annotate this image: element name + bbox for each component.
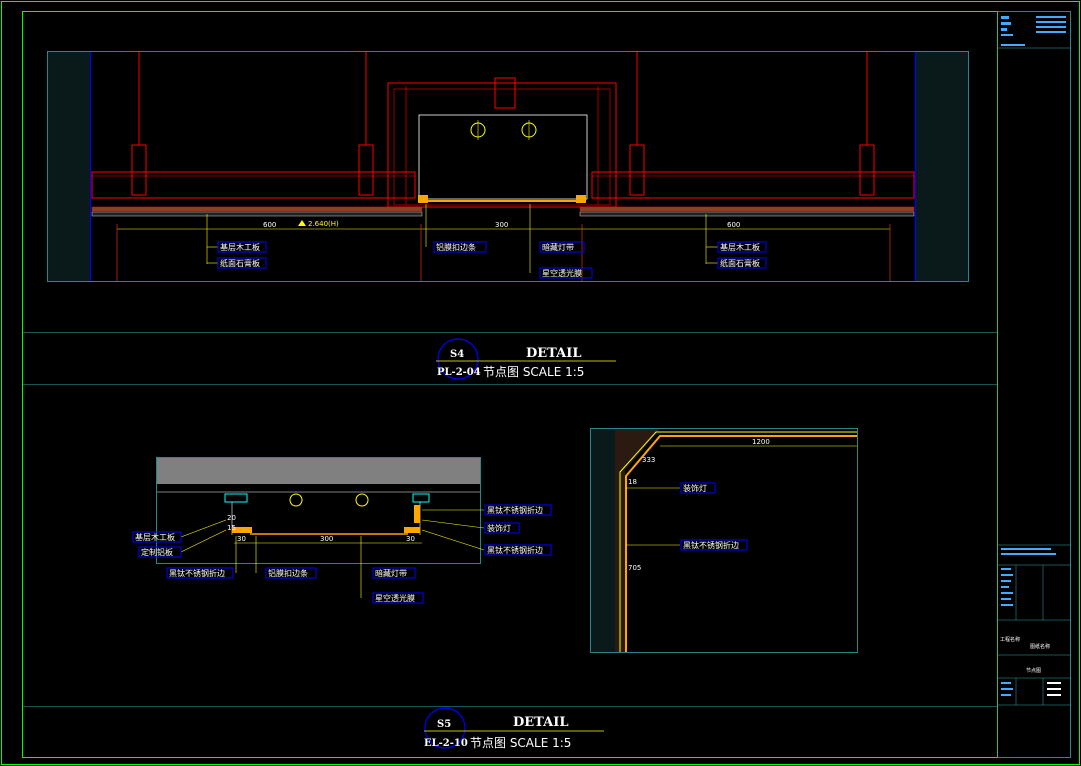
s5-label-edge-a: 黑钛不锈钢折边 (487, 505, 543, 515)
s5-dim-center: 300 (320, 535, 333, 543)
s4-label-left-gypsum: 纸面石膏板 (220, 258, 260, 268)
s4-label-left-board: 基层木工板 (220, 242, 260, 252)
s5-label-light: 暗藏灯带 (375, 568, 407, 578)
s5-label-edge: 黑钛不锈钢折边 (169, 568, 225, 578)
s4-title: DETAIL (526, 346, 581, 361)
s5-dim-side2: 30 (406, 535, 415, 543)
title-block-drawing: 图纸名称 (1030, 643, 1050, 650)
detail-corner-drawing: 1200 333 18 705 装饰灯 黑钛不锈钢折边 (590, 428, 858, 653)
s4-subtitle: 节点图 SCALE 1:5 (483, 365, 584, 379)
s4-label-film: 星空透光膜 (542, 268, 582, 278)
s4-label-right-gypsum: 纸面石膏板 (720, 258, 760, 268)
title-block: 工程名称 图纸名称 节点图 (997, 11, 1071, 758)
detail-s5-drawing: 30 300 30 20 15 基层木工板 定制铝板 黑钛不锈钢折边 铝膜扣边条… (132, 457, 552, 604)
s5-dim-h1: 20 (227, 514, 236, 522)
s4-dim-center: 300 (495, 221, 508, 229)
s5-label-board: 基层木工板 (135, 532, 175, 542)
corner-dim-diag: 333 (642, 456, 655, 464)
s4-tag: S4 (450, 349, 464, 360)
detail-s4-drawing: 600 300 600 2.640(H) 基层木工板 纸面石膏板 铝膜扣边条 暗… (47, 51, 969, 282)
s5-label-edge-b: 黑钛不锈钢折边 (487, 545, 543, 555)
s5-label-trim: 铝膜扣边条 (268, 568, 308, 578)
s4-dim-right: 600 (727, 221, 740, 229)
s4-level-marker: 2.640(H) (308, 220, 339, 228)
detail-s5-title: S5 DETAIL EL-2-10 节点图 SCALE 1:5 (424, 707, 604, 750)
s5-title: DETAIL (513, 715, 568, 730)
title-block-sheet-name: 节点图 (1026, 668, 1041, 674)
s5-label-lamp: 装饰灯 (487, 523, 511, 533)
s4-label-trim: 铝膜扣边条 (436, 242, 476, 252)
s5-dim-side: 30 (237, 535, 246, 543)
s5-subtitle: 节点图 SCALE 1:5 (470, 736, 571, 750)
detail-s4-title: S4 DETAIL PL-2-04 节点图 SCALE 1:5 (436, 338, 616, 380)
s4-label-light: 暗藏灯带 (542, 242, 574, 252)
s4-ref: PL-2-04 (437, 367, 481, 378)
s5-dim-h2: 15 (227, 524, 236, 532)
corner-label-lamp: 装饰灯 (683, 483, 707, 493)
s4-label-right-board: 基层木工板 (720, 242, 760, 252)
title-block-project: 工程名称 (1000, 636, 1020, 643)
s5-label-keel: 定制铝板 (141, 547, 173, 557)
s5-tag: S5 (437, 719, 451, 730)
s5-ref: EL-2-10 (424, 738, 468, 749)
corner-dim-top: 1200 (752, 438, 770, 446)
corner-dim-small: 18 (628, 478, 637, 486)
corner-dim-vert: 705 (628, 564, 641, 572)
corner-label-edge: 黑钛不锈钢折边 (683, 540, 739, 550)
s5-label-film: 星空透光膜 (375, 593, 415, 603)
s4-dim-left: 600 (263, 221, 276, 229)
